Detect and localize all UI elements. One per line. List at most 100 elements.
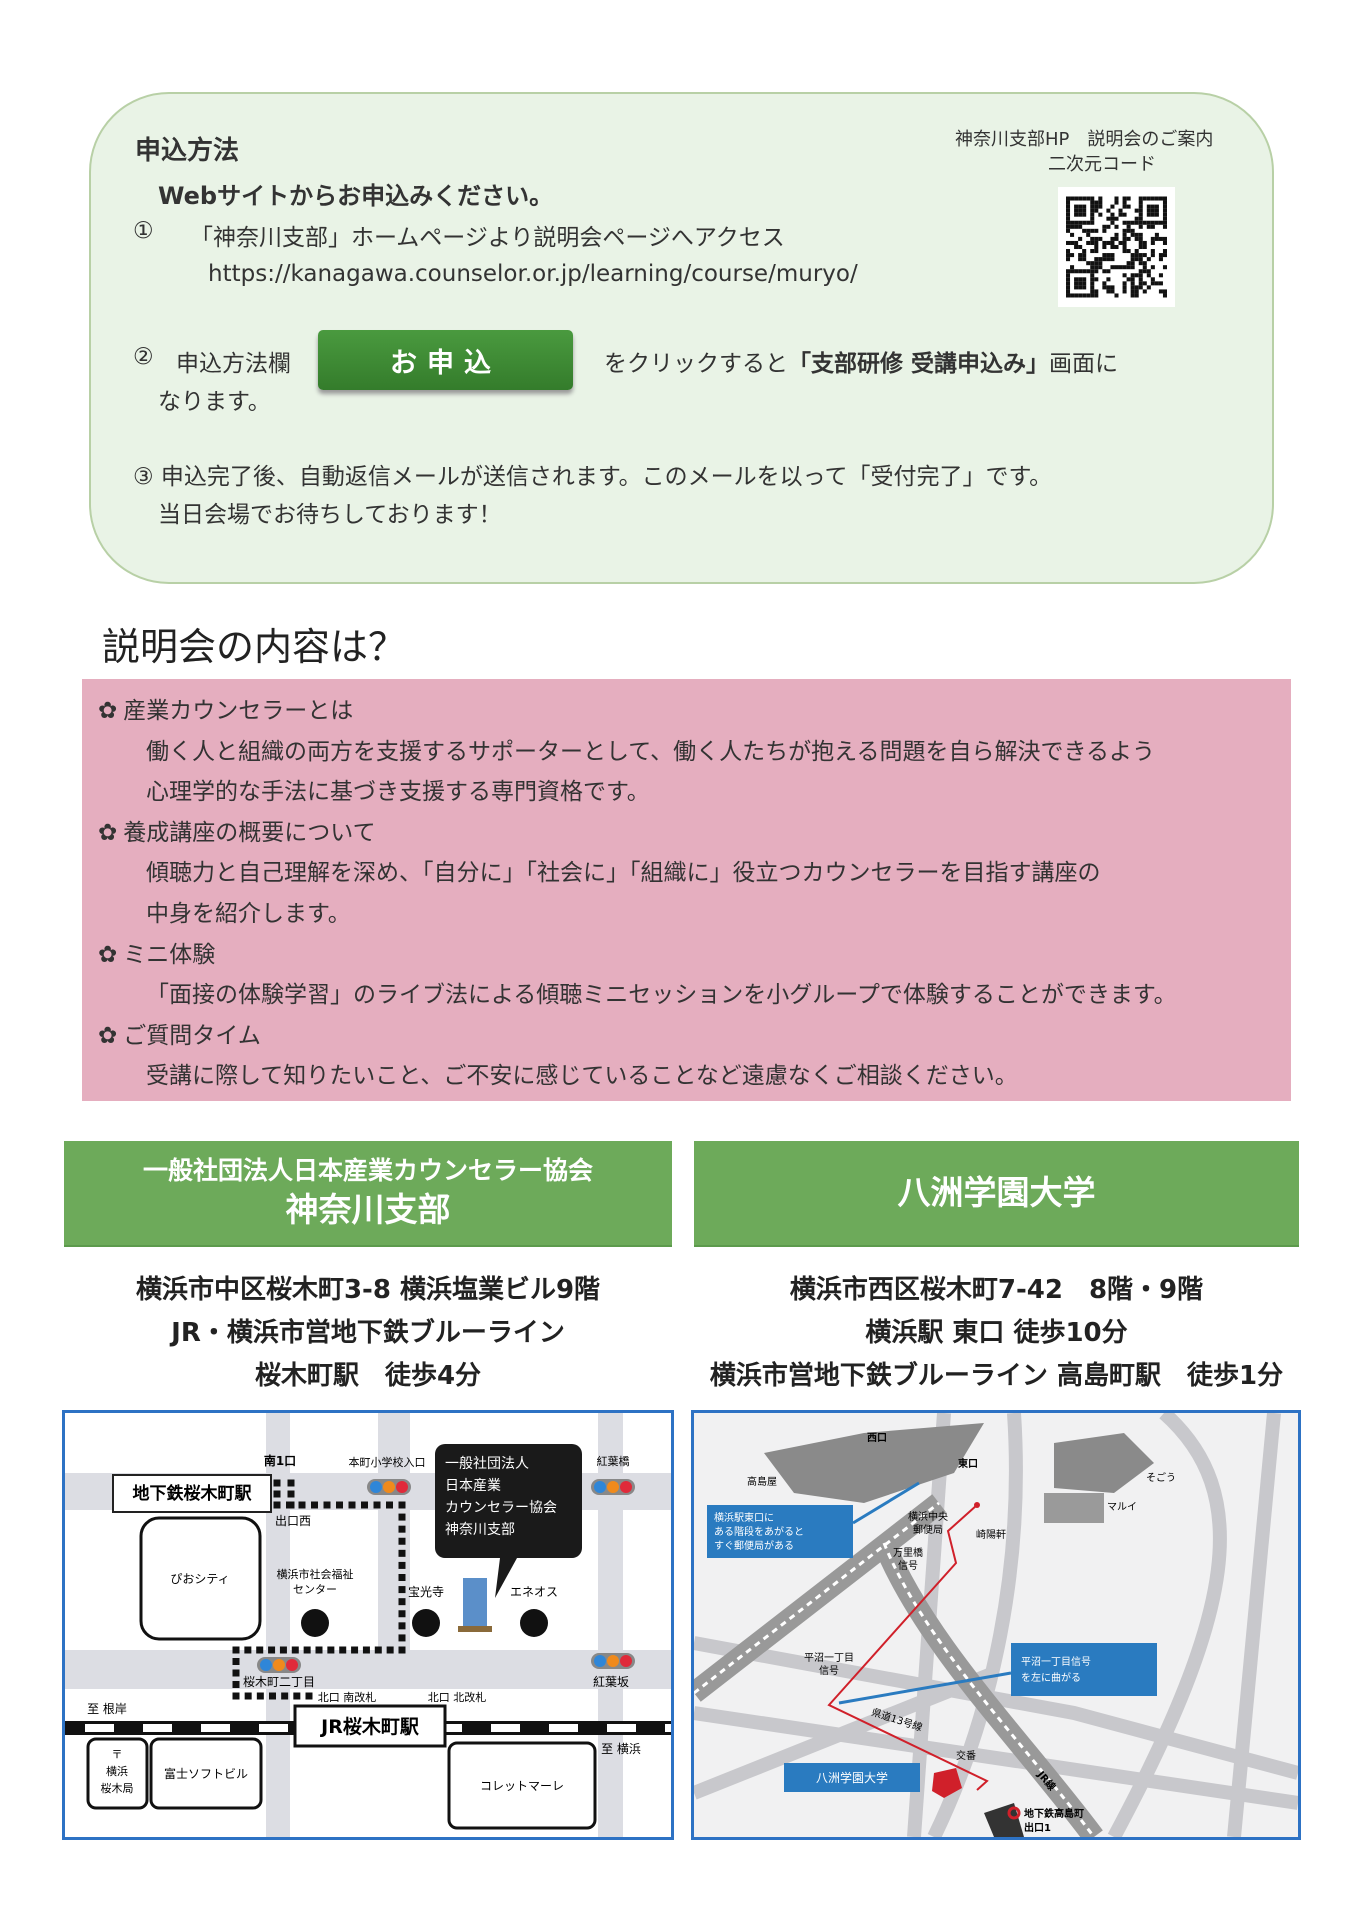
flower-bullet-icon: ✿ [98,1022,118,1049]
content-item-heading: ✿ご質問タイム [98,1016,261,1050]
welfare-center-marker [301,1609,329,1637]
to-yokohama-label: 至 横浜 [601,1742,641,1756]
post-label: 横浜中央 [908,1510,948,1523]
minami1-label: 南1口 [264,1453,296,1468]
univ-label: 八洲学園大学 [816,1770,888,1785]
map-sakuragicho: 地下鉄桜木町駅 南1口 出口西 本町小学校入口 ぴおシティ 一般社団法人 日本産… [62,1410,694,1840]
note-line: を左に曲がる [1021,1671,1081,1684]
nichome-label: 桜木町二丁目 [243,1675,315,1689]
walking-route [827,1504,989,1791]
callout-line: 一般社団法人 [445,1456,529,1472]
venue-left-access: JR・横浜市営地下鉄ブルーライン [171,1318,565,1348]
step1-text: 「神奈川支部」ホームページより説明会ページへアクセス [190,225,785,251]
content-item-text: 中身を紹介します。 [146,901,351,927]
venue-right-name: 八洲学園大学 [897,1172,1096,1212]
subway-station-box [112,1474,272,1513]
university-building [932,1768,962,1798]
content-heading-text: ミニ体験 [123,941,216,968]
content-item-text: 傾聴力と自己理解を深め、「自分に」「社会に」「組織に」役立つカウンセラーを目指す… [146,860,1101,887]
content-heading-text: ご質問タイム [123,1022,261,1049]
note-hiranuma [1011,1643,1157,1696]
sogo-label: そごう [1146,1471,1176,1484]
exit-west-label: 出口西 [275,1514,311,1528]
qr-code[interactable] [1058,187,1175,307]
note-line: 横浜駅東口に [714,1511,774,1524]
callout-bubble [435,1444,582,1598]
honcho-label: 本町小学校入口 [349,1455,426,1469]
map-yashima: 西口 東口 高島屋 そごう マルイ 横浜駅東口に ある階段をあがると すぐ郵便局… [687,1407,1301,1844]
application-url[interactable]: https://kanagawa.counselor.or.jp/learnin… [208,261,858,287]
step2-pre: 申込方法欄 [176,351,291,377]
content-item-heading: ✿ミニ体験 [98,935,215,969]
univ-label-box [784,1763,920,1792]
step2-post: をクリックすると「支部研修 受講申込み」画面に [604,344,1118,378]
callout-line: 神奈川支部 [445,1522,515,1538]
north-north-gate-label: 北口 北改札 [428,1690,487,1704]
step3-continued: 当日会場でお待ちしております！ [158,502,502,528]
content-title: 説明会の内容は？ [102,625,407,669]
subway-exit-label: 出口1 [1024,1821,1051,1834]
venue-left-org: 一般社団法人日本産業カウンセラー協会 [142,1155,593,1185]
qr-label: 神奈川支部HP 説明会のご案内 [955,129,1214,150]
venue-right-address: 横浜市西区桜木町7-42 8階・9階 [789,1275,1204,1305]
note-line: ある階段をあがると [714,1525,804,1538]
post-label: 横浜 [106,1764,128,1778]
to-negishi-label: 至 根岸 [87,1702,127,1716]
venue-left-walk: 桜木町駅 徒歩4分 [254,1361,482,1391]
step2-number: ② [133,344,154,370]
step1-number: ① [133,218,154,244]
venue-right-walk: 横浜市営地下鉄ブルーライン 高島町駅 徒歩1分 [709,1361,1284,1391]
subway-exit-label: 地下鉄高島町 [1024,1807,1084,1820]
pio-city-label: ぴおシティ [170,1572,229,1586]
marui-label: マルイ [1107,1502,1137,1513]
content-item-text: 「面接の体験学習」のライブ法による傾聴ミニセッションを小グループで体験することが… [146,982,1177,1009]
takashimaya-label: 高島屋 [747,1475,777,1488]
note-east-exit [707,1505,853,1558]
pio-city-block [139,1516,262,1641]
office-building-icon [458,1578,492,1632]
post-office-block [86,1737,149,1810]
kiyoken-label: 崎陽軒 [976,1528,1006,1541]
traffic-light-icon [257,1657,301,1673]
fujisoft-label: 富士ソフトビル [164,1766,248,1781]
application-title: 申込方法 [135,136,240,166]
north-south-gate-label: 北口 南改札 [318,1690,377,1704]
flower-bullet-icon: ✿ [98,819,118,846]
content-item-heading: ✿養成講座の概要について [98,813,376,847]
jr-station-label: JR桜木町駅 [319,1715,420,1738]
flower-bullet-icon: ✿ [98,698,118,724]
content-item-text: 受講に際して知りたいこと、ご不安に感じていることなど遠慮なくご相談ください。 [146,1063,1018,1090]
qr-code-icon [1066,196,1167,298]
banri-label: 万里橋 [893,1546,923,1559]
banri-label: 信号 [898,1560,918,1572]
application-intro: Webサイトからお申込みください。 [158,182,554,210]
hokoji-marker [412,1609,440,1637]
collet-block [447,1741,597,1830]
flower-bullet-icon: ✿ [98,941,118,968]
post-label: 郵便局 [913,1523,943,1536]
traffic-light-icon [591,1479,635,1495]
sogo-building [1054,1433,1154,1493]
post-label: 〒 [112,1748,123,1761]
step2-post-text: をクリックすると [604,351,788,377]
venue-right-header: 八洲学園大学 [694,1141,1299,1247]
content-heading-text: 産業カウンセラーとは [123,698,354,724]
yokohama-station-building [764,1423,984,1503]
jr-station-box [293,1704,447,1748]
momijizaka-label: 紅葉坂 [593,1675,629,1689]
application-panel [89,92,1274,584]
welfare-label: 横浜市社会福祉 [277,1567,354,1581]
venue-left-branch: 神奈川支部 [285,1189,451,1229]
traffic-light-icon [591,1653,635,1669]
content-item-heading: ✿産業カウンセラーとは [98,691,353,725]
step3-text: ③ 申込完了後、自動返信メールが送信されます。このメールを以って「受付完了」です… [133,464,1053,490]
callout-line: カウンセラー協会 [445,1500,557,1516]
traffic-light-icon [367,1479,411,1495]
step2-end: 画面に [1049,351,1119,377]
eneos-marker [520,1609,548,1637]
venue-left-address: 横浜市中区桜木町3-8 横浜塩業ビル9階 [135,1275,601,1305]
venue-left-header: 一般社団法人日本産業カウンセラー協会 神奈川支部 [64,1141,672,1247]
subway-exit-building [984,1803,1024,1837]
apply-button[interactable]: お申込 [318,330,573,390]
step2-continued: なります。 [158,389,271,415]
